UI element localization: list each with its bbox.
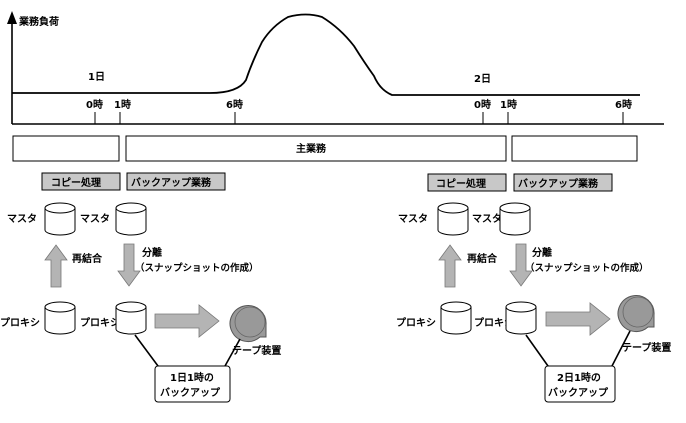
proxy-right-label: プロキシ [80,316,120,329]
callout-text-line2: バックアップ [160,386,221,399]
proxy-volume-right [115,301,147,335]
master-volume-right [115,202,147,236]
master-right-label: マスタ [80,213,110,225]
rejoin-label: 再結合 [467,252,498,265]
tape-device-icon [229,305,267,343]
callout-leader-right [224,338,241,367]
callout-text-line1: 1日1時の [170,371,214,384]
rejoin-label: 再結合 [72,252,103,265]
split-label: 分離 [532,246,552,259]
callout-leader-left [134,334,159,367]
master-volume-right [499,202,531,236]
master-left-label: マスタ [7,213,37,225]
schedule-bar: 主業務 [12,135,638,162]
tick-label-day1-6h: 6時 [226,98,243,111]
transfer-right-arrow [545,302,611,336]
schedule-block-main [125,135,507,162]
master-volume-left [44,202,76,236]
tick-label-day2-0h: 0時 [474,98,491,111]
load-curve [12,13,640,96]
tick-label-day2-6h: 6時 [615,98,632,111]
backup-business-label: バックアップ業務 [518,177,599,190]
tick-label-day1-1h: 1時 [114,98,131,111]
tape-device-icon [617,295,655,333]
backup-callout-box [154,365,231,403]
rejoin-up-arrow [438,244,462,288]
schedule-block-copy-day1 [12,135,120,162]
transfer-right-arrow [154,304,220,338]
backup-business-label-box [513,173,613,192]
callout-leader-right [611,330,631,367]
copy-process-label: コピー処理 [51,176,101,189]
backup-business-label-box [126,172,226,191]
snapshot-note: （スナップショットの作成） [525,262,649,274]
load-chart: 業務負荷 1日 2日 0時 1時 6時 0時 1時 6時 [7,11,664,125]
backup-business-label: バックアップ業務 [131,176,212,189]
copy-process-label: コピー処理 [436,177,486,190]
master-volume-left [437,202,469,236]
proxy-volume-left [440,301,472,335]
y-axis-label: 業務負荷 [18,15,59,28]
callout-leader-left [525,334,549,367]
proxy-left-label: プロキシ [396,316,436,329]
snapshot-note: （スナップショットの作成） [135,262,259,274]
rejoin-up-arrow [44,244,68,288]
tape-device-label: テープ装置 [232,344,281,357]
proxy-right-label: プロキシ [474,316,514,329]
split-label: 分離 [142,246,162,259]
callout-text-line1: 2日1時の [557,371,601,384]
callout-text-line2: バックアップ [548,386,609,399]
main-business-label: 主業務 [296,142,327,155]
schedule-block-backup-day2 [511,135,638,162]
tick-label-day2-1h: 1時 [500,98,517,111]
backup-panel-day2: コピー処理 バックアップ業務 マスタ マスタ 再結合 分離 （スナップショットの… [396,173,671,403]
master-left-label: マスタ [398,213,428,225]
y-axis-arrowhead [7,11,17,24]
tick-label-day1-0h: 0時 [86,98,103,111]
copy-process-label-box [427,173,507,192]
proxy-volume-right [505,301,537,335]
backup-panel-day1: コピー処理 バックアップ業務 マスタ マスタ 再結合 分離 （スナップショットの… [0,172,281,403]
backup-callout-box [544,365,616,403]
copy-process-label-box [41,172,121,191]
day-label-2: 2日 [474,73,491,85]
proxy-volume-left [44,301,76,335]
tape-device-label: テープ装置 [622,341,671,354]
day-label-1: 1日 [88,71,105,83]
proxy-left-label: プロキシ [0,316,40,329]
master-right-label: マスタ [472,213,502,225]
